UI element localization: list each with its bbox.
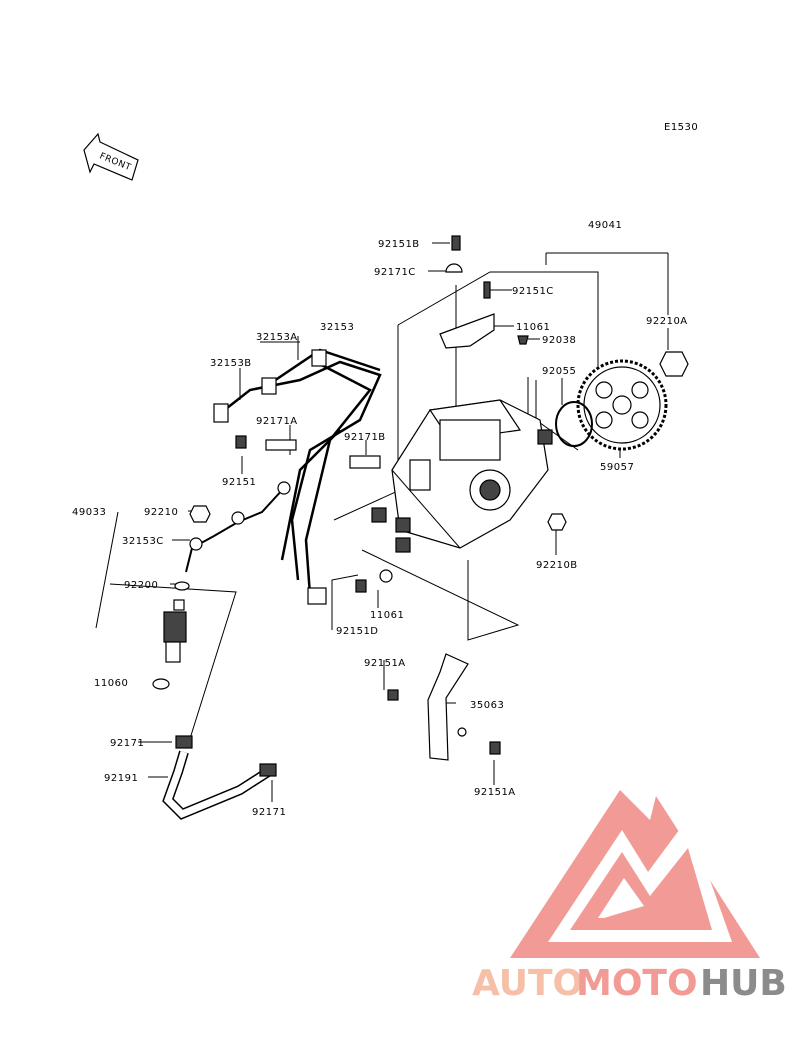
nozzle-icon	[163, 599, 187, 663]
part-label: 32153C	[122, 536, 164, 547]
bolt-icon	[451, 235, 461, 251]
part-label: 11060	[94, 678, 128, 689]
washer-icon	[152, 678, 170, 690]
part-label: 92151A	[474, 787, 516, 798]
part-label: 59057	[600, 462, 634, 473]
watermark-text-auto: AUTO	[472, 963, 583, 1004]
part-label: 92210B	[536, 560, 578, 571]
part-label: 92151	[222, 477, 256, 488]
part-label: 92038	[542, 335, 576, 346]
part-label: 32153B	[210, 358, 252, 369]
leader-lines	[95, 242, 669, 802]
watermark-text-moto: MOTO	[576, 963, 698, 1004]
watermark-text-hub: HUB	[700, 963, 787, 1004]
part-label: 92171	[110, 738, 144, 749]
injection-pipes-icon	[213, 348, 382, 605]
hose-icon	[163, 750, 270, 819]
nut-icon	[189, 505, 211, 523]
part-label: 32153	[320, 322, 354, 333]
part-label: 92171A	[256, 416, 298, 427]
banjo-icon	[189, 537, 203, 551]
watermark-logo: AUTO MOTO HUB	[472, 790, 787, 1004]
part-label: 92210A	[646, 316, 688, 327]
bolt-icon	[355, 579, 367, 593]
washer-icon	[174, 581, 190, 591]
part-label: 92055	[542, 366, 576, 377]
part-label: 92151C	[512, 286, 554, 297]
cap-icon	[445, 263, 463, 273]
part-label: 32153A	[256, 332, 298, 343]
part-label: 92151D	[336, 626, 379, 637]
injection-pump-icon	[371, 399, 553, 553]
part-label: 92200	[124, 580, 158, 591]
part-label: 92210	[144, 507, 178, 518]
clamp-icon	[259, 763, 277, 777]
banjo-icon	[231, 511, 245, 525]
diagram-code: E1530	[664, 122, 698, 133]
nut-icon	[659, 351, 689, 377]
part-label: 92151A	[364, 658, 406, 669]
gear-icon	[576, 359, 668, 451]
overflow-pipe-icon	[185, 487, 285, 573]
bracket-icon	[427, 653, 469, 761]
bracket-icon	[439, 313, 495, 349]
nut-icon	[547, 513, 567, 531]
o-ring-icon	[555, 401, 593, 447]
part-label: 92171	[252, 807, 286, 818]
part-label: 92151B	[378, 239, 420, 250]
washer-icon	[379, 569, 393, 583]
part-label: 92171C	[374, 267, 416, 278]
part-label: 92171B	[344, 432, 386, 443]
bolt-icon	[387, 689, 399, 701]
part-label: 11061	[516, 322, 550, 333]
washer-icon	[517, 335, 529, 345]
bolt-icon	[489, 741, 501, 755]
part-label: 49033	[72, 507, 106, 518]
part-label: 92191	[104, 773, 138, 784]
banjo-icon	[277, 481, 291, 495]
part-label: 35063	[470, 700, 504, 711]
clamp-icon	[175, 735, 193, 749]
bolt-icon	[483, 281, 491, 299]
part-label: 49041	[588, 220, 622, 231]
part-label: 11061	[370, 610, 404, 621]
front-arrow-icon: FRONT	[83, 132, 139, 181]
